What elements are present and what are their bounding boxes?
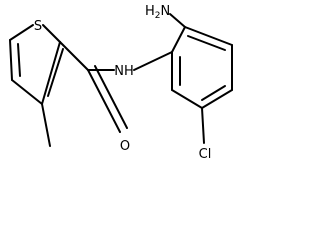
bond-s-c2	[42, 24, 61, 43]
bond-c5-c6	[171, 89, 203, 109]
bond-c3-c2	[41, 41, 61, 105]
structure-diagram: S NH O Cl H2N	[9, 4, 233, 162]
bond-carbonyl-o-second	[94, 65, 128, 129]
amine-label: H2N	[145, 4, 170, 21]
amine-n: N	[161, 4, 171, 19]
bond-c4-c5-inner	[201, 85, 226, 101]
benzene-ring	[171, 26, 233, 109]
oxygen-label: O	[120, 139, 130, 154]
bond-c2-carbonyl	[59, 41, 89, 71]
bond-c2-c3-inner	[187, 35, 226, 51]
bond-c2-amine	[169, 13, 186, 28]
bond-c5-c4	[9, 39, 13, 81]
thiophene-ring	[9, 24, 64, 105]
amine-subscript: 2	[155, 11, 161, 21]
sulfur-label: S	[34, 19, 42, 34]
bond-c3-methyl	[41, 103, 51, 147]
bond-c5-cl	[201, 107, 205, 144]
bond-carbonyl-o	[87, 69, 121, 133]
bond-c2-c3	[184, 26, 233, 46]
chlorine-label: Cl	[199, 147, 212, 162]
bond-c5-c4-inner	[17, 43, 21, 77]
amine-h: H	[145, 4, 155, 19]
bond-c1-c2	[171, 26, 186, 53]
bond-s-c5	[9, 24, 34, 41]
bond-c4-c3	[11, 79, 43, 105]
amide-nh-label: NH	[114, 64, 134, 79]
bond-n-benzene	[133, 51, 173, 71]
bond-c3-c2-inner	[47, 48, 64, 97]
bond-c4-c5	[201, 89, 233, 109]
